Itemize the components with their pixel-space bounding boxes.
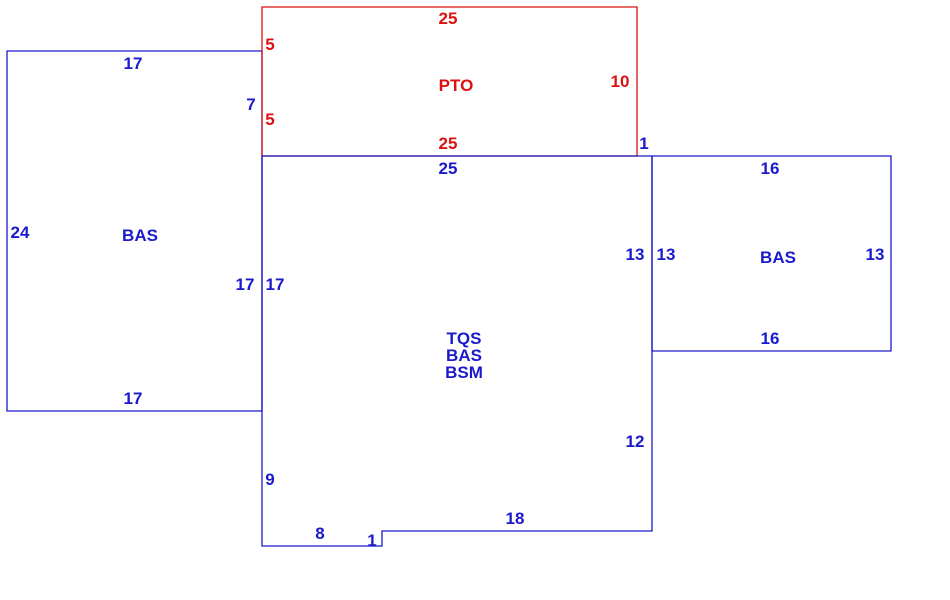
left-wing-dim-bottom: 17 (124, 389, 143, 408)
right-wing-dim-top: 16 (761, 159, 780, 178)
porch-dim-top: 25 (439, 9, 458, 28)
left-wing-dim-right-lower: 17 (236, 275, 255, 294)
right-wing-outline (651, 155, 892, 352)
main-dim-jog: 1 (367, 531, 376, 550)
porch-label: PTO (439, 76, 474, 95)
main-label-1: TQS (447, 329, 482, 348)
left-wing-dim-right-upper: 7 (246, 95, 255, 114)
porch-dim-left-upper: 5 (265, 35, 274, 54)
main-dim-right-lower: 12 (626, 432, 645, 451)
right-wing-dim-right: 13 (866, 245, 885, 264)
right-wing-label: BAS (760, 248, 796, 267)
porch-dim-corner: 1 (639, 134, 648, 153)
main-label-2: BAS (446, 346, 482, 365)
main-dim-right-upper: 13 (626, 245, 645, 264)
left-wing-dim-top: 17 (124, 54, 143, 73)
main-label-3: BSM (445, 363, 483, 382)
porch-dim-right: 10 (611, 72, 630, 91)
porch-dim-bottom: 25 (439, 134, 458, 153)
main-dim-top: 25 (439, 159, 458, 178)
right-wing-dim-left: 13 (657, 245, 676, 264)
main-dim-left-upper: 17 (266, 275, 285, 294)
porch-dim-left-lower: 5 (265, 110, 274, 129)
main-dim-bottom-left: 8 (315, 524, 324, 543)
right-wing-dim-bottom: 16 (761, 329, 780, 348)
left-wing-dim-left: 24 (11, 223, 30, 242)
main-dim-left-lower: 9 (265, 470, 274, 489)
main-dim-bottom-right: 18 (506, 509, 525, 528)
left-wing-label: BAS (122, 226, 158, 245)
